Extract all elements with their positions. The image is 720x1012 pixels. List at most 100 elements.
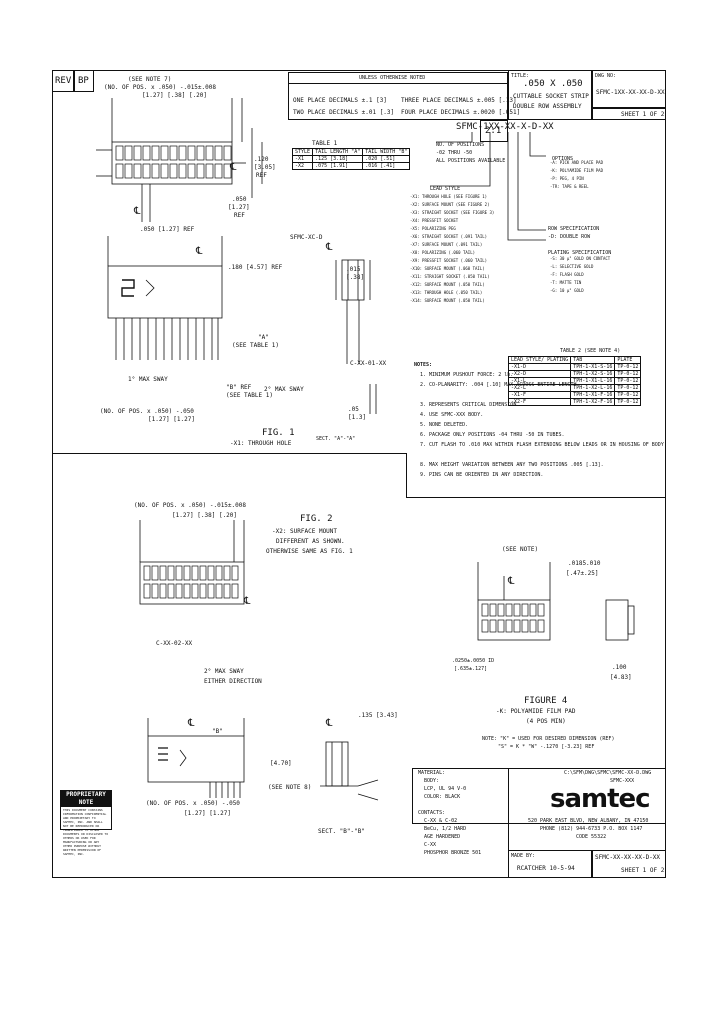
options-label: OPTIONS — [552, 156, 574, 162]
contact-cell — [505, 603, 513, 617]
contact-cell — [505, 619, 513, 633]
fig2-sect: SECT. "B"-"B" — [318, 828, 365, 835]
material-contacts-2: BeCu, 1/2 HARD — [424, 826, 467, 832]
title-line3: DOUBLE ROW ASSEMBLY — [513, 103, 582, 110]
svg-text:-X13: THROUGH HOLE (.050 TAIL): -X13: THROUGH HOLE (.050 TAIL) — [410, 290, 482, 295]
note-item: 1. MINIMUM PUSHOUT FORCE: 2 lb. — [420, 372, 514, 378]
contact-cell — [521, 603, 529, 617]
contact-cell — [513, 619, 521, 633]
fig4-dim-1mm: [.47±.25] — [566, 570, 599, 577]
part-code-leaders: -X1: THROUGH HOLE (SEE FIGURE 1) -X2: SU… — [410, 132, 611, 303]
centerline-symbol: ℄ — [196, 246, 203, 257]
svg-text:-P: PEG, 4 PIN: -P: PEG, 4 PIN — [550, 176, 584, 181]
fig2-line1: -X2: SURFACE MOUNT — [272, 528, 338, 535]
note-item: 8. MAX HEIGHT VARIATION BETWEEN ANY TWO … — [420, 462, 604, 468]
svg-text:-F: FLASH GOLD: -F: FLASH GOLD — [550, 272, 584, 277]
contact-cell — [143, 565, 151, 581]
fig2-b-label: "B" — [212, 728, 223, 735]
fig1-title: FIG. 1 — [262, 428, 295, 438]
fig4-dim-2mm: [.635±.127] — [454, 666, 488, 672]
bottom-dwg-box: SFMC-XX-XX-XX-D-XX SHEET 1 OF 2 — [592, 850, 666, 878]
contact-cell — [175, 583, 183, 599]
row-spec-value: -D: DOUBLE ROW — [548, 234, 591, 240]
contact-cell — [169, 163, 178, 179]
contact-cell — [513, 603, 521, 617]
table2-cell: TP-0-12 — [614, 391, 642, 399]
centerline-symbol: ℄ — [134, 206, 141, 217]
fig4-dim-100mm: [4.83] — [610, 674, 632, 681]
proprietary-note-text: THIS DOCUMENT CONTAINS INFORMATION CONFI… — [63, 808, 109, 856]
fig1-dim-015: .015 — [346, 266, 361, 273]
fig1-dim-050: .050 — [232, 196, 247, 203]
drawing-sheet — [52, 70, 666, 878]
contact-cell — [175, 565, 183, 581]
contact-cell — [205, 163, 214, 179]
fig4-note: NOTE: "K" = USED FOR DESIRED DIMENSION (… — [482, 736, 615, 742]
contact-cell — [159, 583, 167, 599]
fig1-ref2: REF — [234, 212, 245, 219]
table2-cell: TP-0-12 — [614, 377, 642, 385]
dwg-no-label: DWG NO: — [595, 73, 617, 79]
fig1-max-sway1: 1° MAX SWAY — [128, 376, 168, 383]
contact-cell — [191, 583, 199, 599]
company-phone: PHONE (812) 944-6733 P.O. BOX 1147 — [540, 826, 643, 832]
contact-cell — [160, 145, 169, 161]
contact-cell — [529, 619, 537, 633]
table1-cell: .125 [3.18] — [312, 155, 364, 163]
fig1-dim-050-ref: .050 [1.27] REF — [140, 226, 195, 233]
contact-cell — [207, 583, 215, 599]
table1-header: TAIL WIDTH "B" — [362, 148, 411, 156]
contact-cell — [178, 145, 187, 161]
fig1-dim-bottom: (NO. OF POS. x .050) -.050 — [100, 408, 194, 415]
table2-caption: TABLE 2 (SEE NOTE 4) — [560, 348, 621, 354]
fig2-title: FIG. 2 — [300, 514, 333, 524]
proprietary-note: PROPRIETARY NOTE THIS DOCUMENT CONTAINS … — [60, 790, 112, 856]
fig1-see-table1: (SEE TABLE 1) — [232, 342, 279, 349]
tolerance-four: FOUR PLACE DECIMALS ±.0020 [.051] — [401, 109, 521, 116]
fig4-line1: -K: POLYAMIDE FILM PAD — [496, 708, 576, 715]
contact-cell — [199, 583, 207, 599]
fig2-dim-pos-mm: [1.27] [.38] [.20] — [172, 512, 238, 519]
row-spec-label: ROW SPECIFICATION — [548, 226, 600, 232]
contact-cell — [537, 603, 545, 617]
svg-text:-X1: THROUGH HOLE (SEE FIGURE: -X1: THROUGH HOLE (SEE FIGURE 1) — [410, 194, 487, 199]
fig1-section-view — [335, 259, 377, 414]
contact-cell — [537, 619, 545, 633]
company-address: 520 PARK EAST BLVD, NEW ALBANY, IN 47150 — [528, 818, 649, 824]
contact-cell — [215, 583, 223, 599]
drawn-by: RCATCHER 10-5-94 — [517, 865, 575, 872]
contact-cell — [187, 145, 196, 161]
svg-text:-X12: SURFACE MOUNT (.050 TAIL: -X12: SURFACE MOUNT (.050 TAIL) — [410, 282, 485, 287]
svg-text:-TR: TAPE & REEL: -TR: TAPE & REEL — [550, 184, 589, 189]
proprietary-note-title: PROPRIETARY NOTE — [61, 791, 111, 807]
svg-text:-X4: PRESSFIT SOCKET: -X4: PRESSFIT SOCKET — [410, 218, 459, 223]
contact-cell — [529, 603, 537, 617]
title-label: TITLE: — [511, 73, 530, 79]
svg-text:-L: SELECTIVE GOLD: -L: SELECTIVE GOLD — [550, 264, 594, 269]
material-contacts-3: AGE HARDENED — [424, 834, 461, 840]
svg-text:-X7: SURFACE MOUNT (.091 TAIL): -X7: SURFACE MOUNT (.091 TAIL) — [410, 242, 482, 247]
table2-cell: TP-0-12 — [614, 370, 642, 378]
contact-cell — [151, 145, 160, 161]
positions-note: ALL POSITIONS AVAILABLE — [436, 158, 506, 164]
svg-text:-X9: PRESSFIT SOCKET (.060 TAI: -X9: PRESSFIT SOCKET (.060 TAIL) — [410, 258, 487, 263]
note-item: 9. PINS CAN BE ORIENTED IN ANY DIRECTION… — [420, 472, 544, 478]
svg-text:-X10: SURFACE MOUNT (.060 TAIL: -X10: SURFACE MOUNT (.060 TAIL) — [410, 266, 485, 271]
fig1-dim-05: .05 — [348, 406, 359, 413]
table1-cell: .016 [.41] — [362, 162, 411, 170]
fig1-see-note7: (SEE NOTE 7) — [128, 76, 172, 83]
notes-title: NOTES: — [414, 362, 433, 368]
table2-cell: -X2-D — [507, 370, 572, 378]
fig2-see-note8: (SEE NOTE 8) — [268, 784, 312, 791]
svg-text:-X3: STRAIGHT SOCKET (SEE FIGU: -X3: STRAIGHT SOCKET (SEE FIGURE 3) — [410, 210, 494, 215]
bottom-sheet: SHEET 1 OF 2 — [621, 867, 665, 874]
contact-cell — [143, 583, 151, 599]
material-contacts-label: CONTACTS: — [418, 810, 446, 816]
contact-cell — [169, 145, 178, 161]
note-item: 7. CUT FLASH TO .010 MAX WITHIN FLASH EX… — [420, 442, 667, 448]
contact-cell — [115, 145, 124, 161]
rev-value: BP — [78, 76, 89, 86]
contact-cell — [151, 163, 160, 179]
material-contacts-1: C-XX & C-02 — [424, 818, 458, 824]
centerline-symbol: ℄ — [230, 162, 237, 173]
